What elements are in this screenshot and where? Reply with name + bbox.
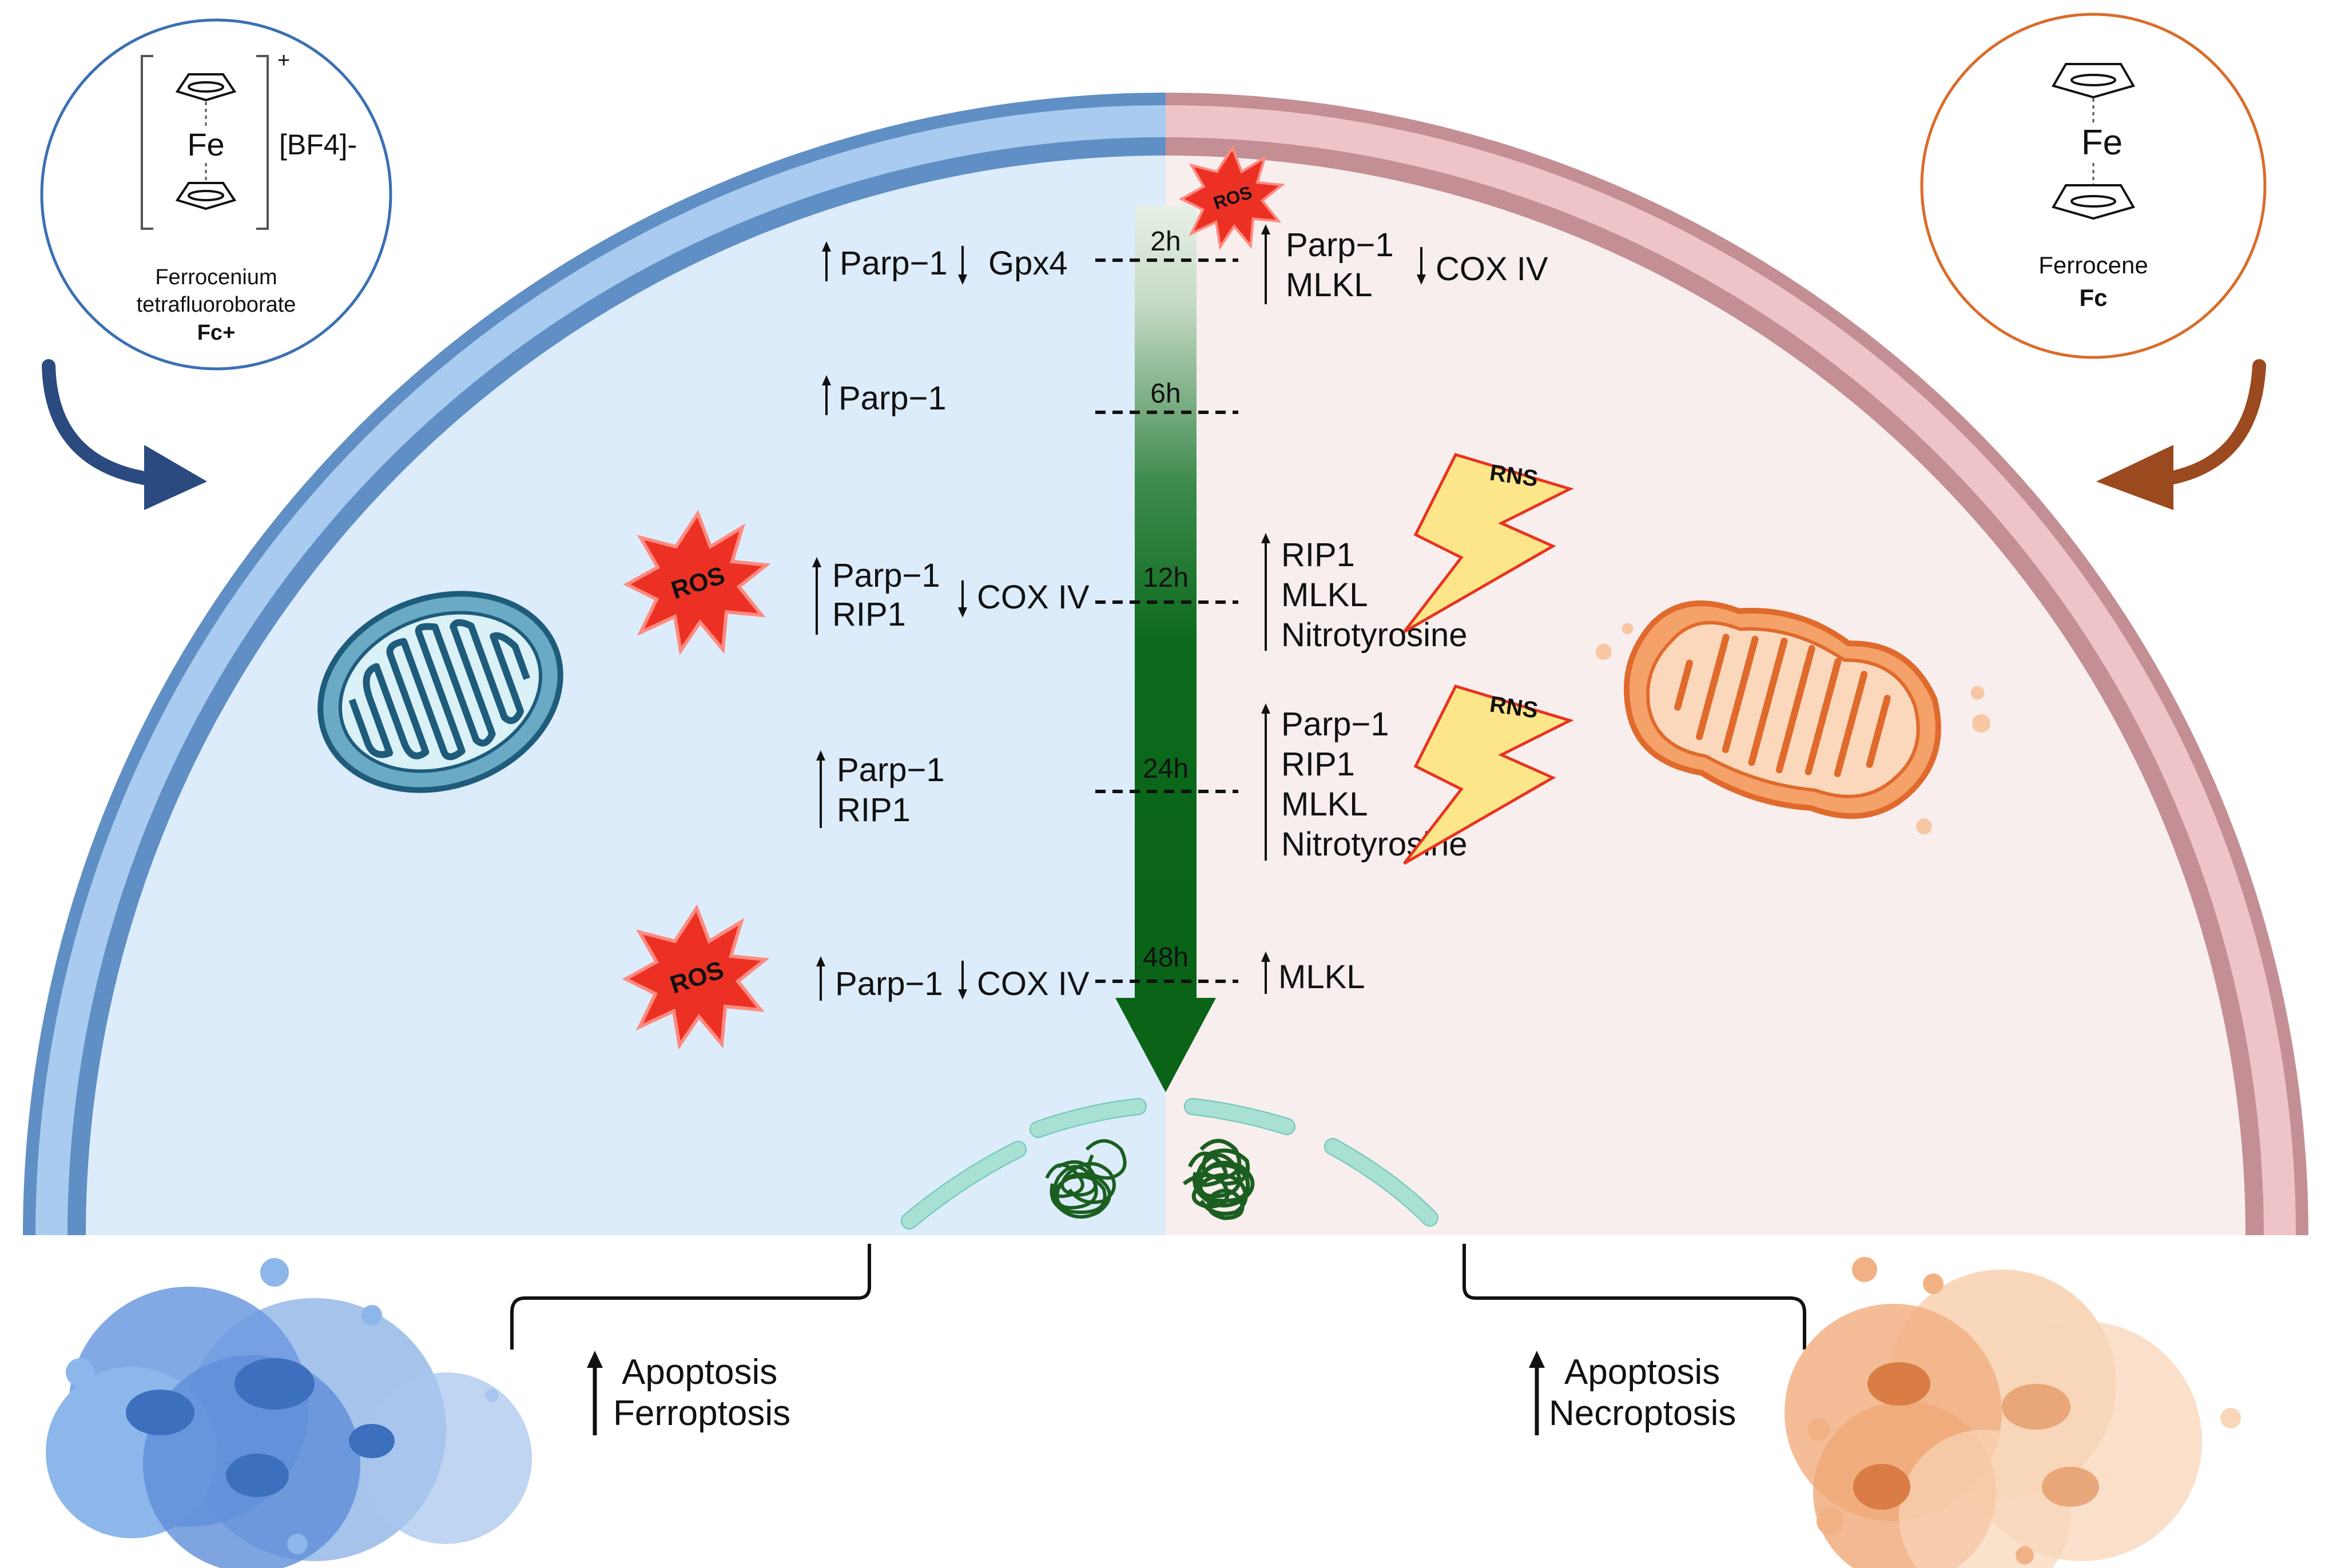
bracket-icon <box>256 55 269 230</box>
compound-name: Ferrocene <box>2038 252 2148 278</box>
marker-gpx4: Gpx4 <box>988 245 1068 282</box>
up-arrow-icon <box>816 956 825 1001</box>
compound-abbr: Fc+ <box>197 321 236 345</box>
down-arrow-icon <box>1417 247 1426 285</box>
compound-right-badge: Fe Ferrocene Fc <box>1920 13 2267 359</box>
cell-left-half <box>23 93 1166 1235</box>
up-arrow-icon <box>816 750 825 828</box>
marker-cox4: COX IV <box>1436 250 1548 288</box>
left-48h: Parp−1 COX IV <box>816 956 1090 1002</box>
left-2h: Parp−1 Gpx4 <box>822 241 1068 285</box>
marker-rip1: RIP1 <box>837 791 911 829</box>
marker-cox4: COX IV <box>977 965 1090 1002</box>
outcome-necroptosis: Necroptosis <box>1549 1394 1736 1433</box>
iron-label: Fe <box>2081 123 2123 162</box>
up-arrow-icon <box>1261 952 1270 994</box>
damaged-mitochondrion-icon <box>1595 600 1990 835</box>
outcome-left: Apoptosis Ferroptosis <box>587 1351 790 1435</box>
compound-name-line1: Ferrocenium <box>155 265 277 289</box>
marker-mlkl: MLKL <box>1281 786 1368 823</box>
outcome-apoptosis: Apoptosis <box>1564 1352 1720 1392</box>
cyclopentadienyl-icon <box>2051 184 2136 220</box>
marker-nitrotyrosine: Nitrotyrosine <box>1281 616 1468 654</box>
marker-mlkl: MLKL <box>1281 576 1368 614</box>
cyclopentadienyl-icon <box>175 182 237 210</box>
marker-parp1: Parp−1 <box>832 557 940 594</box>
chromatin-icon <box>1045 1139 1127 1219</box>
marker-parp1: Parp−1 <box>1281 706 1389 743</box>
chromatin-condensed-icon <box>1182 1139 1255 1220</box>
down-arrow-icon <box>958 246 967 285</box>
marker-cox4: COX IV <box>977 579 1090 616</box>
marker-parp1: Parp−1 <box>838 380 947 417</box>
marker-parp1: Parp−1 <box>837 751 945 789</box>
bracket-icon <box>141 55 153 230</box>
healthy-mitochondrion-icon <box>317 591 563 793</box>
marker-mlkl: MLKL <box>1286 266 1373 304</box>
up-arrow-icon <box>587 1351 603 1435</box>
marker-parp1: Parp−1 <box>1286 226 1394 264</box>
ros-burst-icon: ROS <box>627 514 766 651</box>
marker-rip1: RIP1 <box>1281 746 1355 783</box>
compound-abbr: Fc <box>2079 284 2107 311</box>
marker-parp1: Parp−1 <box>835 965 943 1002</box>
outcome-right: Apoptosis Necroptosis <box>1529 1351 1736 1435</box>
outcome-bracket-right <box>1462 1244 1806 1350</box>
time-12h: 12h <box>1143 563 1189 593</box>
marker-rip1: RIP1 <box>832 596 906 633</box>
right-2h: Parp−1 MLKL COX IV <box>1261 224 1548 304</box>
right-12h: RIP1 MLKL Nitrotyrosine <box>1261 533 1468 654</box>
entry-arrow-left-icon <box>42 359 207 510</box>
down-arrow-icon <box>958 580 967 618</box>
left-cytoplasm <box>86 156 1166 1235</box>
right-24h: Parp−1 RIP1 MLKL Nitrotyrosine <box>1261 703 1468 863</box>
down-arrow-icon <box>958 961 967 1000</box>
right-48h: MLKL <box>1261 952 1365 996</box>
up-arrow-icon <box>1261 703 1270 861</box>
up-arrow-icon <box>822 375 831 415</box>
rns-lightning-icon: RNS <box>1404 455 1570 632</box>
time-labels: 2h 6h 12h 24h 48h <box>1143 226 1189 973</box>
outcome-apoptosis: Apoptosis <box>622 1352 777 1392</box>
cyclopentadienyl-icon <box>175 73 237 102</box>
marker-parp1: Parp−1 <box>840 245 948 282</box>
compound-name-line2: tetrafluoroborate <box>137 293 296 317</box>
time-dashes <box>1095 258 1238 983</box>
up-arrow-icon <box>1261 224 1270 304</box>
blue-dying-cell-cluster-icon <box>46 1258 532 1568</box>
up-arrow-icon <box>1261 533 1270 651</box>
orange-dying-cell-cluster-icon <box>1785 1257 2241 1568</box>
outcome-bracket-left <box>510 1244 871 1350</box>
up-arrow-icon <box>822 241 831 281</box>
cyclopentadienyl-icon <box>2051 63 2136 99</box>
time-2h: 2h <box>1150 226 1181 257</box>
ros-burst-icon: ROS <box>1182 148 1282 247</box>
time-24h: 24h <box>1143 754 1189 784</box>
outcome-ferroptosis: Ferroptosis <box>613 1394 790 1433</box>
counterion-label: [BF4]- <box>279 129 357 161</box>
up-arrow-icon <box>1529 1351 1545 1435</box>
rns-lightning-icon: RNS <box>1404 686 1570 863</box>
left-24h: Parp−1 RIP1 <box>816 750 945 829</box>
time-48h: 48h <box>1143 942 1189 973</box>
marker-rip1: RIP1 <box>1281 536 1355 574</box>
left-12h: Parp−1 RIP1 COX IV <box>812 557 1090 635</box>
iron-label: Fe <box>187 126 224 162</box>
compound-left-badge: + Fe [BF4]- Ferrocenium tetrafluoroborat… <box>40 18 392 371</box>
left-6h: Parp−1 <box>822 375 947 417</box>
marker-mlkl: MLKL <box>1278 958 1365 996</box>
right-markers: Parp−1 MLKL COX IV RIP1 MLKL Nitrotyrosi… <box>1261 224 1548 996</box>
ros-burst-icon: ROS <box>626 908 765 1045</box>
time-6h: 6h <box>1150 379 1181 409</box>
charge-plus: + <box>277 49 290 73</box>
nucleus-envelope <box>901 1098 1438 1229</box>
up-arrow-icon <box>812 557 821 635</box>
left-markers: Parp−1 Gpx4 Parp−1 Parp−1 RIP1 COX IV <box>812 241 1090 1002</box>
entry-arrow-right-icon <box>2096 359 2266 510</box>
